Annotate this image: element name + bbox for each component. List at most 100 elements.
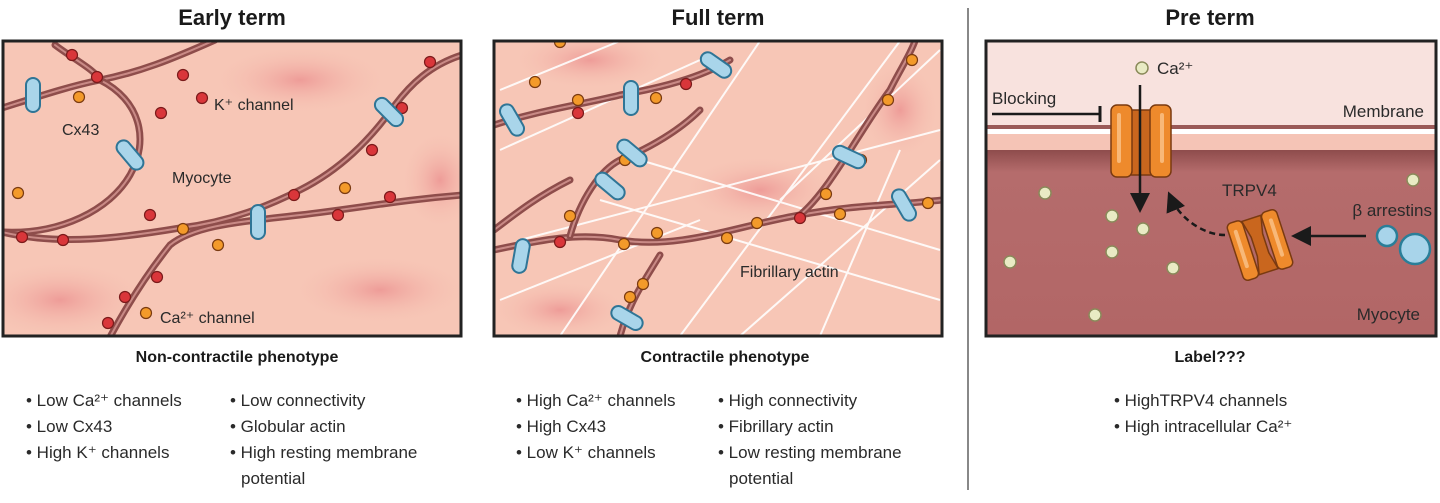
bullet: • Fibrillary actin bbox=[718, 417, 834, 436]
ca-channel-dot bbox=[571, 93, 585, 107]
k-channel-dot bbox=[101, 316, 115, 330]
k-channel-dot bbox=[90, 70, 104, 84]
cell-membrane-highlight bbox=[619, 254, 661, 336]
bullet: • High Ca²⁺ channels bbox=[516, 391, 676, 410]
k-channel-dot bbox=[150, 270, 164, 284]
cx43-capsule bbox=[699, 51, 733, 79]
k-channel-dot bbox=[176, 68, 190, 82]
panel-title-full-term: Full term bbox=[672, 5, 765, 30]
k-channel-dot bbox=[118, 290, 132, 304]
panel-title-pre-term: Pre term bbox=[1165, 5, 1254, 30]
ca-ion-icon bbox=[1166, 261, 1180, 275]
ca-channel-dot bbox=[563, 209, 577, 223]
k-channel-dot bbox=[143, 208, 157, 222]
actin-fiber bbox=[639, 159, 941, 251]
bullet: • Low Ca²⁺ channels bbox=[26, 391, 182, 410]
cx43-capsule bbox=[610, 305, 644, 331]
k-channel-dot bbox=[571, 106, 585, 120]
k-channel-dot bbox=[365, 143, 379, 157]
ca-channel-dot bbox=[623, 290, 637, 304]
k-channel-dot bbox=[287, 188, 301, 202]
label-beta-arrestins: β arrestins bbox=[1352, 201, 1432, 220]
bullet: • High Cx43 bbox=[516, 417, 606, 436]
actin-fiber bbox=[679, 41, 901, 336]
phenotype-pre: Label??? bbox=[1174, 349, 1245, 366]
ca-channel-dot bbox=[905, 53, 919, 67]
label-ca: Ca²⁺ bbox=[1157, 59, 1193, 78]
label-myocyte: Myocyte bbox=[172, 170, 232, 187]
ca-ion-icon bbox=[1135, 61, 1149, 75]
bullet: • High intracellular Ca²⁺ bbox=[1114, 417, 1292, 436]
ca-ion-icon bbox=[1003, 255, 1017, 269]
k-channel-dot bbox=[553, 235, 567, 249]
k-channel-dot bbox=[395, 101, 409, 115]
actin-fiber bbox=[599, 199, 941, 301]
actin-fiber bbox=[499, 59, 701, 151]
label-blocking: Blocking bbox=[992, 89, 1056, 108]
actin-fiber bbox=[499, 41, 621, 91]
ca-channel-dot bbox=[833, 207, 847, 221]
cell-membrane-highlight bbox=[494, 179, 571, 231]
ca-ion-icon bbox=[1406, 173, 1420, 187]
phenotype-early: Non-contractile phenotype bbox=[136, 349, 339, 366]
actin-fiber bbox=[739, 159, 941, 336]
ca-channel-dot bbox=[72, 90, 86, 104]
k-channel-dot bbox=[154, 106, 168, 120]
ca-ion-icon bbox=[1105, 245, 1119, 259]
ca-channel-dot bbox=[819, 187, 833, 201]
cx43-capsule bbox=[511, 238, 531, 274]
early-term-illustration bbox=[3, 41, 461, 336]
cx43-capsule bbox=[623, 80, 639, 116]
bullet: • Low connectivity bbox=[230, 391, 366, 410]
ca-channel-dot bbox=[338, 181, 352, 195]
ca-channel-dot bbox=[750, 216, 764, 230]
full-term-frame bbox=[492, 39, 944, 338]
ca-channel-dot bbox=[617, 237, 631, 251]
cx43-capsule bbox=[831, 144, 867, 170]
label-trpv4: TRPV4 bbox=[1222, 181, 1277, 200]
cx43-capsule bbox=[25, 77, 41, 113]
bullet: • Globular actin bbox=[230, 417, 346, 436]
k-channel-dot bbox=[65, 48, 79, 62]
cell-membrane-highlight bbox=[494, 59, 731, 126]
actin-fiber bbox=[779, 49, 941, 201]
actin-fiber bbox=[819, 149, 901, 336]
ca-channel-dot bbox=[139, 306, 153, 320]
ca-channel-dot bbox=[636, 277, 650, 291]
k-channel-dot bbox=[679, 77, 693, 91]
trpv4-channel-icon bbox=[1226, 208, 1294, 282]
ca-ion-icon bbox=[1136, 222, 1150, 236]
k-channel-dot bbox=[56, 233, 70, 247]
panel-title-early-term: Early term bbox=[178, 5, 286, 30]
phenotype-full: Contractile phenotype bbox=[641, 349, 810, 366]
bullet: • High resting membrane bbox=[230, 443, 417, 462]
label-myocyte-pre: Myocyte bbox=[1357, 305, 1420, 324]
ca-channel-dot bbox=[11, 186, 25, 200]
label-ca-channel: Ca²⁺ channel bbox=[160, 310, 255, 327]
bullet: • HighTRPV4 channels bbox=[1114, 391, 1287, 410]
ca-channel-dot bbox=[650, 226, 664, 240]
ca-ion-icon bbox=[1038, 186, 1052, 200]
cx43-capsule bbox=[250, 204, 266, 240]
pre-term-illustration bbox=[986, 41, 1436, 336]
bullet: • Low Cx43 bbox=[26, 417, 112, 436]
full-term-illustration bbox=[494, 41, 942, 336]
ca-channel-dot bbox=[176, 222, 190, 236]
label-cx43: Cx43 bbox=[62, 122, 99, 139]
ca-ion-icon bbox=[1088, 308, 1102, 322]
ca-channel-dot bbox=[921, 196, 935, 210]
pre-bullets: • HighTRPV4 channels • High intracellula… bbox=[1114, 391, 1292, 436]
actin-fiber bbox=[499, 219, 701, 301]
ca-channel-dot bbox=[649, 91, 663, 105]
cell-membrane-highlight bbox=[109, 194, 461, 336]
k-channel-dot bbox=[331, 208, 345, 222]
bullet-continuation: potential bbox=[729, 469, 793, 488]
actin-fiber bbox=[519, 129, 941, 241]
bullet: • High connectivity bbox=[718, 391, 858, 410]
cx43-capsule bbox=[373, 96, 405, 128]
activation-dashed-arrow bbox=[1166, 191, 1226, 237]
cx43-capsule bbox=[616, 138, 648, 168]
cx43-capsule bbox=[594, 171, 626, 201]
